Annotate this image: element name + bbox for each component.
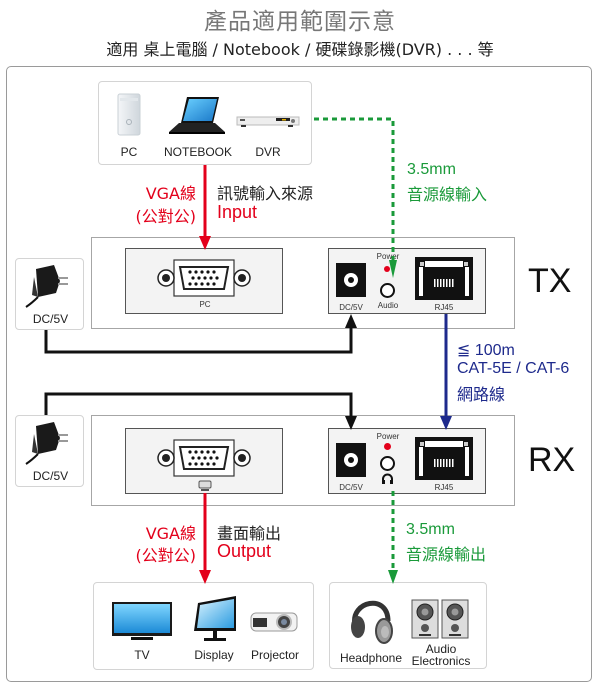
rx-dc-jack	[336, 443, 366, 477]
output-signal-label: 畫面輸出	[217, 524, 282, 543]
power-adapter-icon	[25, 422, 68, 465]
output-vga-label: VGA線	[145, 524, 196, 543]
input-vga-label: VGA線	[145, 184, 196, 203]
rx-power-adapter: DC/5V	[15, 415, 84, 487]
audio-out-size: 3.5mm	[406, 521, 455, 538]
tx-power-led	[384, 266, 390, 272]
tx-rj45-port	[415, 257, 473, 300]
tx-rj45-label: RJ45	[434, 303, 454, 312]
audio-in-size: 3.5mm	[407, 161, 456, 178]
rx-vga-panel	[125, 428, 283, 494]
source-devices-card: PC NOTEBOOK DVR	[98, 81, 312, 165]
headphone-icon	[351, 600, 393, 644]
rx-power-label: Power	[376, 432, 400, 441]
network-arrow	[440, 416, 452, 430]
monitor-icon	[194, 596, 236, 641]
projector-icon	[250, 612, 298, 632]
vga-port-icon	[157, 439, 251, 477]
display-tv-label: TV	[134, 648, 150, 662]
rx-io-panel: DC/5V Power RJ45	[328, 428, 486, 494]
network-cable-type: CAT-5E / CAT-6	[457, 360, 570, 377]
rx-audio-jack	[380, 456, 395, 471]
input-signal-en: Input	[217, 202, 258, 222]
display-devices-card: TV Display Projector	[93, 582, 314, 670]
pc-tower-icon	[117, 93, 141, 136]
input-signal-label: 訊號輸入來源	[217, 184, 314, 203]
tx-io-panel: DC/5V Power Audio RJ45	[328, 248, 486, 314]
tx-power-label: Power	[376, 252, 400, 261]
rx-power-line	[44, 392, 353, 418]
tx-audio-label: Audio	[377, 301, 399, 310]
tx-power-adapter: DC/5V	[15, 258, 84, 330]
power-adapter-icon	[25, 265, 68, 308]
tx-dc-jack	[336, 263, 366, 297]
rx-unit: DC/5V Power RJ45	[91, 415, 515, 506]
display-projector-label: Projector	[250, 648, 300, 662]
page-subtitle: 適用 桌上電腦 / Notebook / 硬碟錄影機(DVR) . . . 等	[106, 40, 494, 59]
tx-vga-port-label: PC	[199, 300, 211, 309]
network-distance: ≦ 100m	[457, 342, 515, 359]
tx-power-line	[44, 326, 353, 354]
tx-label: TX	[528, 262, 572, 300]
video-output-arrow	[199, 570, 211, 584]
output-vga-sublabel: (公對公)	[135, 546, 197, 565]
audio-electronics-label-line1: Audio	[425, 642, 457, 656]
input-vga-sublabel: (公對公)	[135, 207, 197, 226]
source-pc-label: PC	[120, 145, 138, 159]
laptop-icon	[169, 97, 225, 134]
monitor-symbol-icon	[198, 480, 212, 491]
headphone-symbol-icon	[382, 473, 393, 484]
audio-output-arrow	[388, 570, 398, 584]
tv-icon	[112, 602, 172, 640]
audio-in-label: 音源線輸入	[407, 185, 488, 204]
display-monitor-label: Display	[194, 648, 234, 662]
rx-adapter-label: DC/5V	[32, 469, 69, 483]
rx-power-arrow	[345, 416, 357, 430]
tx-adapter-label: DC/5V	[32, 312, 69, 326]
speakers-icon	[411, 599, 469, 639]
audio-input-line	[314, 117, 395, 260]
rx-label: RX	[528, 441, 576, 479]
tx-dc-label: DC/5V	[339, 303, 363, 312]
network-cable-label: 網路線	[457, 385, 506, 404]
rx-power-led	[384, 443, 391, 450]
audio-out-label: 音源線輸出	[406, 545, 487, 564]
audio-input-arrow	[389, 260, 397, 278]
diagram-frame	[6, 66, 592, 682]
dvr-icon	[236, 116, 300, 127]
tx-power-arrow	[345, 314, 357, 328]
tx-vga-panel: PC	[125, 248, 283, 314]
rx-rj45-label: RJ45	[434, 483, 454, 492]
vga-port-icon	[157, 259, 251, 297]
video-input-arrow	[199, 236, 211, 250]
source-notebook-label: NOTEBOOK	[163, 145, 232, 159]
rx-dc-label: DC/5V	[339, 483, 363, 492]
audio-headphone-label: Headphone	[339, 651, 403, 665]
tx-audio-jack	[380, 283, 395, 298]
page-title: 產品適用範圍示意	[204, 9, 396, 35]
audio-devices-card: Headphone Audio Electronics	[329, 582, 487, 669]
output-signal-en: Output	[217, 541, 272, 561]
audio-electronics-label-line2: Electronics	[411, 654, 471, 668]
source-dvr-label: DVR	[255, 145, 281, 159]
tx-unit: PC DC/5V Power Audio RJ45	[91, 237, 515, 329]
rx-rj45-port	[415, 437, 473, 480]
